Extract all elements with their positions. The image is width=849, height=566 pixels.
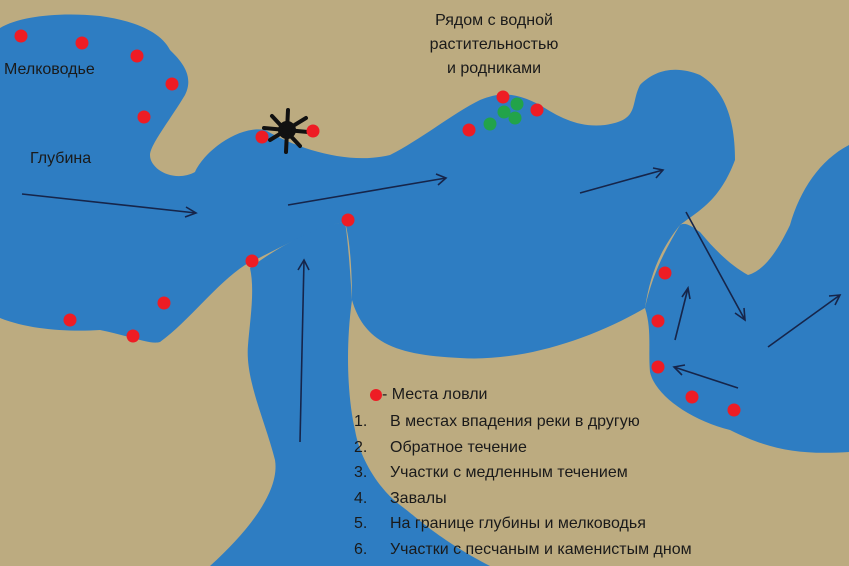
- fallen-tree-icon: [278, 121, 296, 139]
- flow-arrow: [21, 193, 198, 218]
- red-dot-icon: [658, 266, 672, 280]
- green-dot-icon: [510, 97, 524, 111]
- legend-item-number: 5.: [354, 515, 368, 532]
- legend: - Места ловли 1. В местах впадения реки в…: [352, 383, 692, 562]
- legend-item: 4. Завалы: [352, 486, 692, 512]
- red-dot-icon: [496, 90, 510, 104]
- label-shallow-water: Мелководье: [4, 61, 95, 78]
- red-dot-icon: [14, 29, 28, 43]
- label-line: растительностью: [429, 36, 559, 53]
- red-dot-icon: [341, 213, 355, 227]
- red-dot-icon: [306, 124, 320, 138]
- right-channel: [645, 145, 849, 453]
- legend-item-text: Обратное течение: [390, 438, 527, 456]
- legend-item-number: 1.: [354, 413, 368, 430]
- flow-arrow: [767, 294, 842, 348]
- legend-title: - Места ловли: [352, 383, 692, 407]
- legend-item: 3. Участки с медленным течением: [352, 460, 692, 486]
- red-dot-icon: [255, 130, 269, 144]
- red-dot-icon: [130, 49, 144, 63]
- legend-item-number: 2.: [354, 438, 368, 456]
- main-river: [0, 14, 735, 359]
- red-dot-icon: [370, 389, 382, 401]
- label-line: и родниками: [446, 60, 542, 77]
- legend-marker-label: - Места ловли: [382, 386, 488, 403]
- vegetation-markers: [483, 97, 524, 131]
- flow-arrow: [685, 211, 746, 322]
- legend-list: 1. В местах впадения реки в другую 2. Обра…: [352, 409, 692, 562]
- flow-arrow: [579, 167, 665, 194]
- legend-item-text: Завалы: [390, 489, 447, 507]
- red-dot-icon: [727, 403, 741, 417]
- flow-arrows: [21, 167, 842, 443]
- flow-arrow: [287, 173, 448, 206]
- red-dot-icon: [462, 123, 476, 137]
- red-dot-icon: [157, 296, 171, 310]
- river-water: [0, 14, 849, 566]
- legend-item: 1. В местах впадения реки в другую: [352, 409, 692, 435]
- legend-item-text: Участки с медленным течением: [390, 464, 628, 481]
- red-dot-icon: [75, 36, 89, 50]
- legend-item: 6. Участки с песчаным и каменистым дном: [352, 537, 692, 563]
- snag: [262, 108, 310, 154]
- red-dot-icon: [137, 110, 151, 124]
- legend-item-text: Участки с песчаным и каменистым дном: [390, 540, 692, 558]
- legend-item-number: 4.: [354, 489, 368, 507]
- red-dot-icon: [245, 254, 259, 268]
- flow-arrow: [672, 364, 739, 389]
- legend-item-text: На границе глубины и мелководья: [390, 515, 646, 532]
- red-dot-icon: [685, 390, 699, 404]
- red-dot-icon: [530, 103, 544, 117]
- legend-item: 5. На границе глубины и мелководья: [352, 511, 692, 537]
- green-dot-icon: [483, 117, 497, 131]
- legend-item-number: 3.: [354, 464, 368, 481]
- red-dot-icon: [165, 77, 179, 91]
- legend-item-number: 6.: [354, 540, 368, 558]
- legend-item-text: В местах впадения реки в другую: [390, 413, 640, 430]
- flow-arrow: [297, 258, 310, 443]
- legend-item: 2. Обратное течение: [352, 435, 692, 461]
- green-dot-icon: [497, 105, 511, 119]
- red-dot-icon: [651, 360, 665, 374]
- red-dot-icon: [63, 313, 77, 327]
- red-dot-icon: [651, 314, 665, 328]
- fishing-spots: [14, 29, 741, 417]
- label-line: Рядом с водной: [435, 12, 553, 29]
- red-dot-icon: [126, 329, 140, 343]
- label-deep-water: Глубина: [30, 150, 92, 167]
- green-dot-icon: [508, 111, 522, 125]
- label-vegetation-springs: Рядом с водной растительностью и родника…: [404, 9, 584, 81]
- flow-arrow: [674, 285, 691, 341]
- tributary: [210, 222, 490, 566]
